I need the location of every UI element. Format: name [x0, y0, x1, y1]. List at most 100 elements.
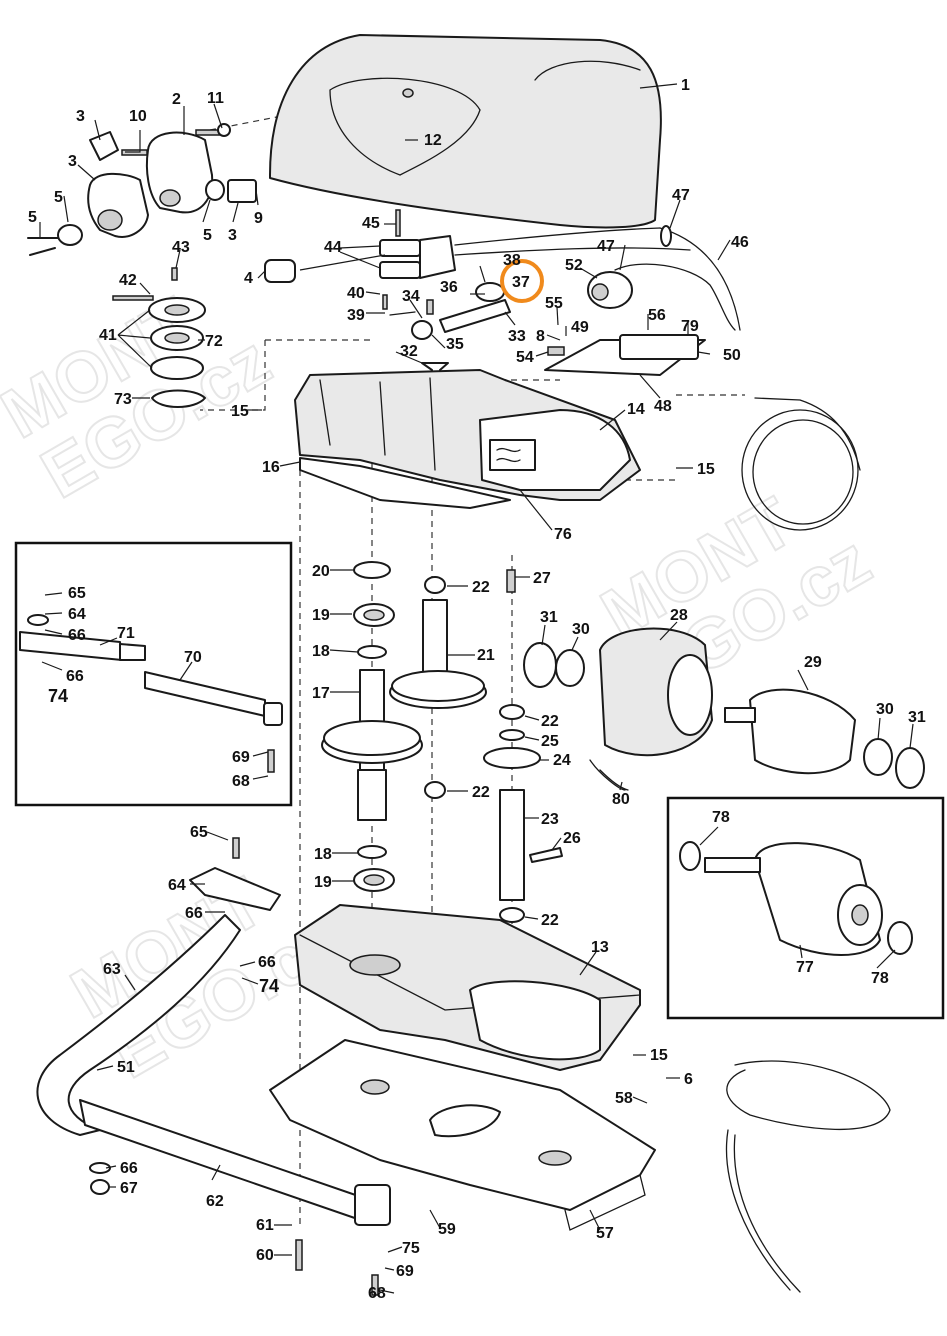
- part-label: 54: [516, 349, 534, 366]
- part-label: 59: [438, 1221, 456, 1238]
- part-label: 22: [541, 713, 559, 730]
- part-label: 31: [908, 709, 926, 726]
- base-plate: [269, 1039, 656, 1231]
- part-label: 69: [396, 1263, 414, 1280]
- part-label: 78: [871, 970, 889, 987]
- part-label: 42: [119, 272, 137, 289]
- lower-arm: [36, 837, 391, 1296]
- cable-coil: [725, 1060, 891, 1293]
- part-label: 5: [203, 227, 212, 244]
- part-label: 36: [440, 279, 458, 296]
- part-label: 29: [804, 654, 822, 671]
- part-label: 65: [68, 585, 86, 602]
- part-label: 71: [117, 625, 135, 642]
- part-label: 34: [402, 288, 420, 305]
- part-label: 16: [262, 459, 280, 476]
- part-label: 24: [553, 752, 571, 769]
- part-label: 52: [565, 257, 583, 274]
- part-label: 22: [541, 912, 559, 929]
- part-label: 60: [256, 1247, 274, 1264]
- part-label: 78: [712, 809, 730, 826]
- part-label: 75: [402, 1240, 420, 1257]
- part-label: 56: [648, 307, 666, 324]
- part-label: 66: [258, 954, 276, 971]
- part-label: 12: [424, 132, 442, 149]
- part-label: 64: [168, 877, 186, 894]
- part-label: 63: [103, 961, 121, 978]
- part-label: 80: [612, 791, 630, 808]
- part-label: 1: [681, 77, 690, 94]
- part-label: 47: [672, 187, 690, 204]
- arm-inset-panel: [14, 541, 293, 807]
- part-label: 9: [254, 210, 263, 227]
- part-label: 17: [312, 685, 330, 702]
- terminal-board: [544, 225, 741, 376]
- part-label: 30: [876, 701, 894, 718]
- part-label: 25: [541, 733, 559, 750]
- motor-inset-panel: [666, 796, 945, 1020]
- part-label: 74: [259, 976, 279, 996]
- lower-housing: [294, 904, 641, 1071]
- part-label: 74: [48, 686, 68, 706]
- part-label: 33: [508, 328, 526, 345]
- part-label: 32: [400, 343, 418, 360]
- part-label: 15: [697, 461, 715, 478]
- part-label: 15: [650, 1047, 668, 1064]
- part-label: 39: [347, 307, 365, 324]
- part-label: 8: [536, 328, 545, 345]
- part-label: 13: [591, 939, 609, 956]
- part-label: 20: [312, 563, 330, 580]
- part-labels: 1 2 3 3 3 4 5 5 5 6 8 9 10 11 12 13 14 1…: [28, 77, 926, 1302]
- part-label: 18: [312, 643, 330, 660]
- part-label: 64: [68, 606, 86, 623]
- switch-block: [264, 209, 691, 283]
- part-label: 41: [99, 327, 117, 344]
- part-label: 46: [731, 234, 749, 251]
- part-label: 3: [68, 153, 77, 170]
- part-label: 22: [472, 784, 490, 801]
- part-label: 38: [503, 252, 521, 269]
- part-label: 23: [541, 811, 559, 828]
- part-label: 62: [206, 1193, 224, 1210]
- part-label: 68: [368, 1285, 386, 1302]
- part-label: 19: [314, 874, 332, 891]
- part-label: 79: [681, 318, 699, 335]
- part-label: 21: [477, 647, 495, 664]
- part-label: 48: [654, 398, 672, 415]
- part-label: 19: [312, 607, 330, 624]
- part-label: 3: [76, 108, 85, 125]
- part-label: 66: [120, 1160, 138, 1177]
- part-label: 31: [540, 609, 558, 626]
- part-label: 27: [533, 570, 551, 587]
- part-label: 10: [129, 108, 147, 125]
- part-label: 72: [205, 333, 223, 350]
- gear-shafts: [321, 561, 563, 923]
- part-label: 68: [232, 773, 250, 790]
- part-label: 6: [684, 1071, 693, 1088]
- part-label: 69: [232, 749, 250, 766]
- part-label: 18: [314, 846, 332, 863]
- part-label: 3: [228, 227, 237, 244]
- part-label: 67: [120, 1180, 138, 1197]
- part-label: 73: [114, 391, 132, 408]
- part-label: 70: [184, 649, 202, 666]
- part-label: 15: [231, 403, 249, 420]
- part-label: 43: [172, 239, 190, 256]
- part-label: 47: [597, 238, 615, 255]
- part-label: 28: [670, 607, 688, 624]
- part-label: 61: [256, 1217, 274, 1234]
- part-label: 22: [472, 579, 490, 596]
- part-label: 66: [66, 668, 84, 685]
- part-label: 44: [324, 239, 342, 256]
- part-label: 50: [723, 347, 741, 364]
- part-label: 45: [362, 215, 380, 232]
- upper-housing: [294, 369, 641, 509]
- part-label: 65: [190, 824, 208, 841]
- part-label: 66: [68, 627, 86, 644]
- part-label: 30: [572, 621, 590, 638]
- part-label: 11: [207, 90, 224, 107]
- part-label: 14: [627, 401, 645, 418]
- cam-assembly: [27, 123, 257, 256]
- leader-lines: [39, 83, 914, 1294]
- motor-stator-rotor: [523, 627, 925, 791]
